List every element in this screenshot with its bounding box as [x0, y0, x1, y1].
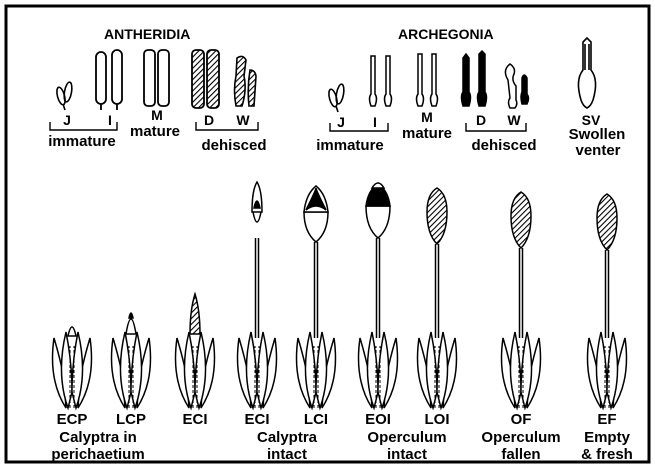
antheridia-code-i: I — [108, 112, 112, 128]
antheridia-mature-label: mature — [130, 123, 180, 140]
archegonia-code-m: M — [421, 109, 433, 125]
archegonia-dehisced-label: dehisced — [471, 137, 536, 154]
sporophyte-code-ecp: ECP — [57, 411, 88, 428]
group-operculum-fallen-line1: Operculum — [481, 429, 560, 446]
antheridia-immature-bracket — [50, 122, 117, 130]
antheridium-juvenile — [55, 82, 73, 110]
sporophyte-code-ef: EF — [597, 411, 616, 428]
group-empty-fresh-line2: & fresh — [581, 446, 633, 463]
group-calyptra-intact-line1: Calyptra — [257, 429, 318, 446]
group-operculum-fallen-line2: fallen — [501, 446, 540, 463]
group-operculum-intact-line1: Operculum — [367, 429, 446, 446]
sporophyte-row — [53, 182, 627, 408]
archegonia-venter-label: venter — [575, 142, 620, 159]
antheridia-title: ANTHERIDIA — [104, 26, 190, 42]
group-operculum-intact-line2: intact — [387, 446, 427, 463]
sporophyte-eci — [238, 182, 277, 408]
antheridia-dehisced-label: dehisced — [201, 137, 266, 154]
sporophyte-code-lcp: LCP — [116, 411, 146, 428]
archegonia-immature-label: immature — [316, 137, 384, 154]
antheridium-withered — [235, 56, 257, 106]
sporophyte-of — [502, 192, 541, 408]
sporophyte-code-eci-early: ECI — [182, 411, 207, 428]
sporophyte-eci-early — [176, 294, 215, 408]
antheridia-code-j: J — [63, 112, 71, 128]
archegonia-code-j: J — [337, 114, 345, 130]
archegonium-immature — [370, 56, 392, 106]
sporophyte-code-eoi: EOI — [365, 411, 391, 428]
sporophyte-code-of: OF — [511, 411, 532, 428]
antheridia-code-w: W — [236, 112, 250, 128]
sporophyte-ecp — [53, 327, 92, 408]
archegonium-mature — [417, 54, 438, 106]
archegonia-code-w: W — [507, 112, 521, 128]
group-calyptra-perichaetium-line2: perichaetium — [51, 446, 144, 463]
archegonia-mature-label: mature — [402, 125, 452, 142]
group-calyptra-intact-line2: intact — [267, 446, 307, 463]
archegonium-swollen-venter — [578, 38, 595, 108]
antheridia-code-d: D — [204, 112, 214, 128]
sporophyte-ef — [588, 194, 627, 408]
antheridium-mature — [144, 50, 169, 106]
antheridium-dehisced — [192, 50, 219, 108]
archegonia-title: ARCHEGONIA — [398, 26, 494, 42]
group-empty-fresh-line1: Empty — [584, 429, 631, 446]
antheridia-immature-label: immature — [48, 133, 116, 150]
archegonium-juvenile — [327, 84, 345, 112]
archegonium-dehisced — [462, 51, 487, 106]
sporophyte-code-eci: ECI — [244, 411, 269, 428]
group-calyptra-perichaetium-line1: Calyptra in — [59, 429, 137, 446]
antheridium-immature — [96, 50, 122, 110]
sporophyte-loi — [418, 188, 457, 408]
archegonium-withered — [505, 64, 528, 108]
sporophyte-code-loi: LOI — [425, 411, 450, 428]
archegonia-swollen-label: Swollen — [569, 126, 626, 143]
archegonia-code-d: D — [476, 112, 486, 128]
antheridia-code-m: M — [151, 107, 163, 123]
sporophyte-code-lci: LCI — [304, 411, 328, 428]
sporophyte-lci — [297, 186, 336, 408]
sporophyte-lcp — [112, 313, 151, 408]
archegonia-code-i: I — [373, 114, 377, 130]
sporophyte-eoi — [359, 183, 398, 408]
